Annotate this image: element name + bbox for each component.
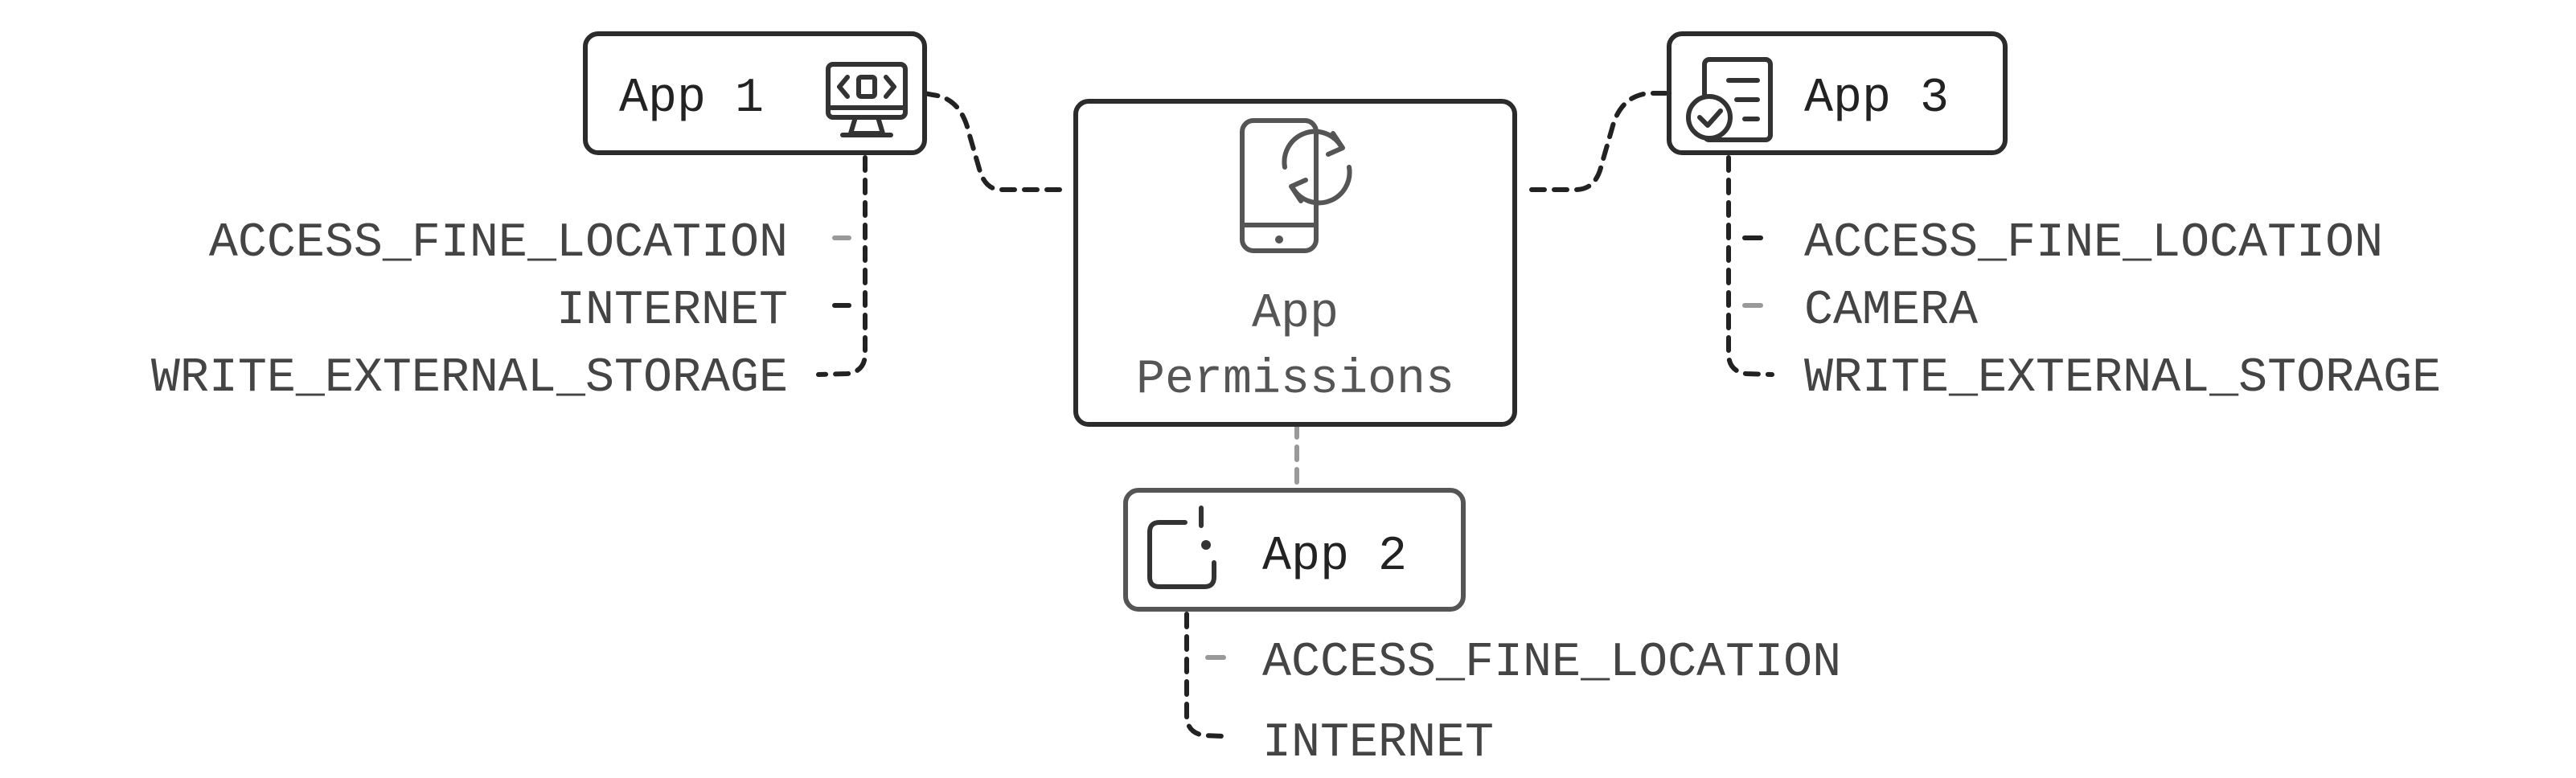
app3-permission-1: ACCESS_FINE_LOCATION [1804, 216, 2383, 271]
app3-permission-3: WRITE_EXTERNAL_STORAGE [1804, 351, 2441, 406]
app1-permission-2: INTERNET [556, 284, 788, 338]
app3-permission-2: CAMERA [1804, 284, 1978, 338]
app1-permission-3: WRITE_EXTERNAL_STORAGE [151, 351, 788, 406]
document-check-icon [1686, 57, 1773, 142]
app3-node[interactable]: App 3 [1667, 31, 2008, 155]
app2-permission-1: ACCESS_FINE_LOCATION [1262, 636, 1841, 690]
app1-node[interactable]: App 1 [583, 31, 927, 155]
app2-tree-connector [1184, 612, 1226, 739]
tablet-dot-icon [1147, 506, 1216, 589]
app2-permission-2: INTERNET [1262, 716, 1494, 771]
center-node: App Permissions [1073, 99, 1517, 427]
center-title-line1: App [1252, 287, 1339, 342]
phone-sync-icon [1240, 118, 1352, 253]
app3-tree-connector [1726, 155, 1774, 377]
app1-label: App 1 [619, 72, 764, 126]
center-title-line2: Permissions [1136, 353, 1454, 407]
app2-node[interactable]: App 2 [1123, 488, 1466, 612]
monitor-code-icon [826, 62, 908, 137]
connector-center-app3 [1529, 91, 1668, 192]
connector-center-app1 [922, 91, 1062, 192]
app3-label: App 3 [1804, 72, 1949, 126]
app2-label: App 2 [1262, 530, 1407, 584]
app1-tree-connector [816, 155, 868, 377]
app1-permission-1: ACCESS_FINE_LOCATION [209, 216, 788, 271]
